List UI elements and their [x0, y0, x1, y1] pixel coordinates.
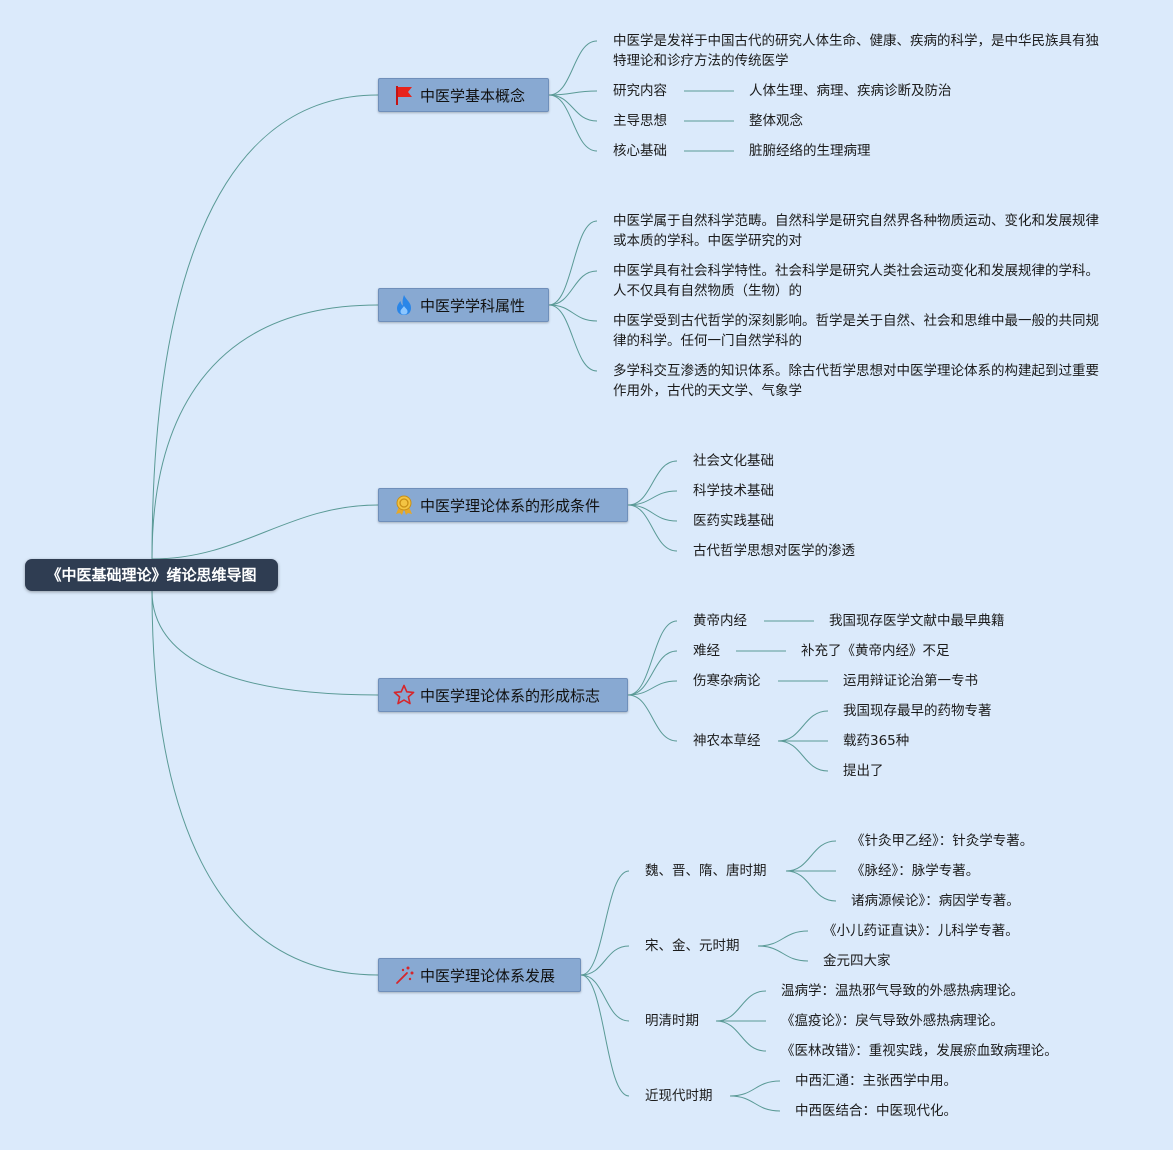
branch-discipline-attributes[interactable]: 中医学学科属性 — [378, 288, 549, 322]
medal-icon — [396, 495, 412, 515]
branch-label: 中医学学科属性 — [420, 296, 526, 315]
list-item: 神农本草经 — [693, 733, 761, 749]
sub-item: 载药365种 — [843, 733, 910, 749]
list-item: 主导思想 — [613, 113, 667, 129]
list-item: 古代哲学思想对医学的渗透 — [693, 543, 855, 559]
sub-item: 《瘟疫论》：戾气导致外感热病理论。 — [781, 1013, 1004, 1029]
list-item-detail: 整体观念 — [749, 113, 803, 129]
list-item: 近现代时期 — [645, 1088, 713, 1104]
sub-item: 《脉经》：脉学专著。 — [851, 863, 980, 879]
sub-item: 我国现存最早的药物专著 — [843, 703, 992, 719]
sub-item: 诸病源候论》：病因学专著。 — [851, 893, 1020, 909]
root-node[interactable]: 《中医基础理论》绪论思维导图 — [25, 559, 278, 591]
sub-item: 中西医结合：中医现代化。 — [795, 1103, 957, 1119]
list-item: 研究内容 — [613, 83, 667, 99]
branch-formation-conditions[interactable]: 中医学理论体系的形成条件 — [378, 488, 628, 522]
star-icon — [393, 684, 415, 705]
branch-label: 中医学理论体系的形成条件 — [420, 496, 601, 515]
sub-item: 《医林改错》：重视实践，发展瘀血致病理论。 — [781, 1043, 1058, 1059]
list-item-detail: 运用辩证论治第一专书 — [843, 673, 978, 689]
list-item: 黄帝内经 — [693, 613, 747, 629]
sub-item: 金元四大家 — [823, 953, 891, 969]
flame-icon — [397, 295, 411, 315]
list-item-detail: 脏腑经络的生理病理 — [749, 143, 871, 159]
branch-basic-concept[interactable]: 中医学基本概念 — [378, 78, 549, 112]
branch-label: 中医学理论体系发展 — [420, 966, 556, 985]
list-item: 多学科交互渗透的知识体系。除古代哲学思想对中医学理论体系的构建起到过重要作用外，… — [613, 363, 1099, 399]
sub-item: 《针灸甲乙经》：针灸学专著。 — [851, 833, 1034, 849]
list-item: 明清时期 — [645, 1013, 699, 1029]
sub-item: 《小儿药证直诀》：儿科学专著。 — [823, 923, 1019, 939]
branch-label: 中医学理论体系的形成标志 — [420, 686, 601, 705]
sparkle-icon — [396, 966, 414, 984]
list-item: 中医学受到古代哲学的深刻影响。哲学是关于自然、社会和思维中最一般的共同规律的科学… — [613, 313, 1099, 349]
list-item-detail: 补充了《黄帝内经》不足 — [801, 643, 950, 659]
list-item: 中医学是发祥于中国古代的研究人体生命、健康、疾病的科学，是中华民族具有独特理论和… — [613, 33, 1099, 69]
list-item: 中医学具有社会科学特性。社会科学是研究人类社会运动变化和发展规律的学科。人不仅具… — [613, 263, 1099, 299]
sub-item: 中西汇通：主张西学中用。 — [795, 1073, 957, 1089]
list-item-detail: 我国现存医学文献中最早典籍 — [829, 613, 1005, 629]
branch-formation-markers[interactable]: 中医学理论体系的形成标志 — [378, 678, 628, 712]
list-item-detail: 人体生理、病理、疾病诊断及防治 — [749, 83, 952, 99]
red-flag-icon — [396, 86, 412, 105]
list-item: 社会文化基础 — [693, 453, 774, 469]
list-item: 伤寒杂病论 — [693, 673, 761, 689]
sub-item: 提出了 — [843, 763, 884, 779]
list-item: 宋、金、元时期 — [645, 938, 740, 954]
list-item: 核心基础 — [613, 143, 667, 159]
sub-item: 温病学：温热邪气导致的外感热病理论。 — [781, 983, 1024, 999]
list-item: 科学技术基础 — [693, 483, 774, 499]
list-item: 医药实践基础 — [693, 513, 774, 529]
list-item: 难经 — [693, 643, 720, 659]
branch-label: 中医学基本概念 — [420, 86, 526, 105]
list-item: 中医学属于自然科学范畴。自然科学是研究自然界各种物质运动、变化和发展规律或本质的… — [613, 213, 1099, 249]
list-item: 魏、晋、隋、唐时期 — [645, 863, 767, 879]
branch-theory-development[interactable]: 中医学理论体系发展 — [378, 958, 581, 992]
